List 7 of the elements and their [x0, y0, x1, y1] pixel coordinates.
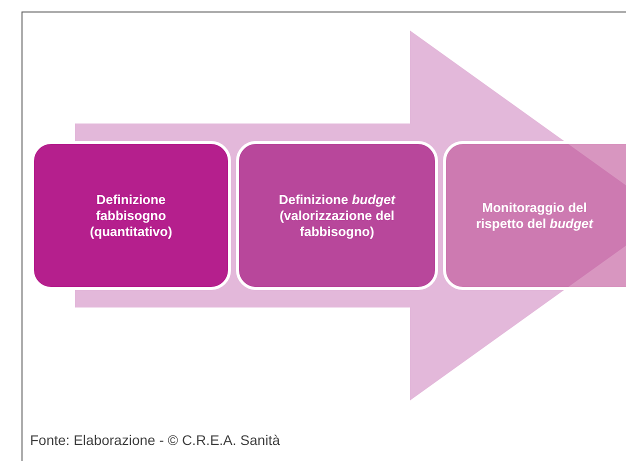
box-label: Definizione budget (valorizzazione del fabbisogno) [278, 192, 396, 240]
process-box [236, 141, 438, 290]
box-label: Monitoraggio del rispetto del budget [474, 200, 594, 232]
box-label: Definizione fabbisogno (quantitativo) [88, 192, 174, 240]
process-box [443, 141, 626, 290]
caption: Fonte: Elaborazione - © C.R.E.A. Sanità [30, 432, 280, 448]
process-box [31, 141, 231, 290]
